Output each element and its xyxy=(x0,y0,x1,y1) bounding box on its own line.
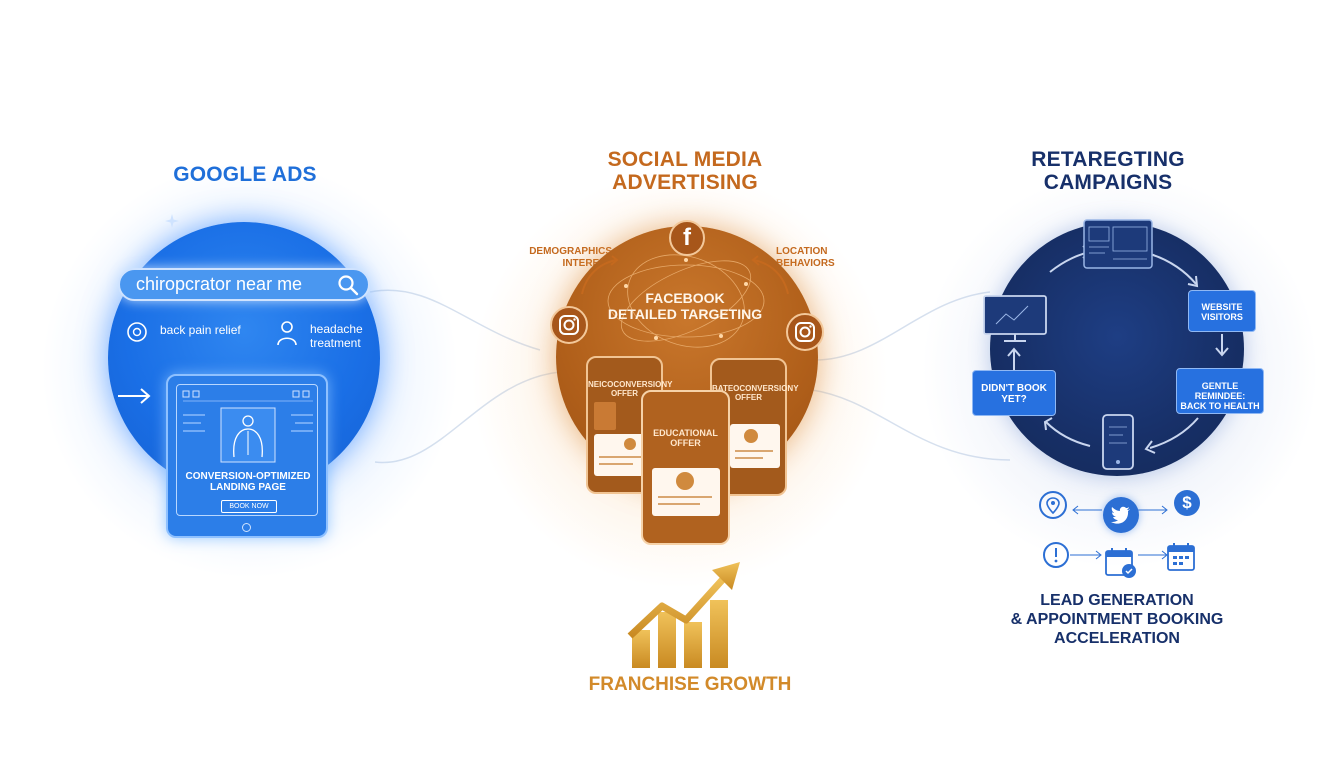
google-ads-title-text: GOOGLE ADS xyxy=(173,163,317,186)
landing-page-tablet: CONVERSION-OPTIMIZED LANDING PAGE BOOK N… xyxy=(166,374,328,538)
landing-line1: CONVERSION-OPTIMIZED xyxy=(185,471,311,482)
google-ads-title: GOOGLE ADS xyxy=(140,163,350,186)
retargeting-title-line1: RETAREGTING xyxy=(1031,148,1185,171)
location-pin-icon xyxy=(1039,491,1067,519)
targeting-network xyxy=(607,254,765,348)
browser-toolbar-icons xyxy=(182,390,313,402)
retargeting-title-line2: CAMPAIGNS xyxy=(1043,171,1173,194)
demographics-line1: DEMOGRAPHICS xyxy=(529,246,612,257)
location-label: LOCATION BEHAVIORS xyxy=(776,246,840,270)
visitors-line1: WEBSITE xyxy=(1201,302,1243,312)
arrow-right-icon xyxy=(118,388,151,404)
instagram-icon-right[interactable] xyxy=(786,313,824,351)
sparkle-icon xyxy=(165,214,179,228)
landing-line2: LANDING PAGE xyxy=(210,482,286,493)
ad-card-right-line2 xyxy=(735,457,763,459)
calendar-booking-icon xyxy=(1105,548,1136,578)
gentle-reminder-box[interactable]: GENTLE REMINDEE: BACK TO HEALTH xyxy=(1176,368,1264,414)
lead-line2: & APPOINTMENT BOOKING xyxy=(1010,611,1224,628)
location-line2: BEHAVIORS xyxy=(776,258,835,269)
keyword-headache: headache treatment xyxy=(310,322,363,350)
social-title-line1: SOCIAL MEDIA xyxy=(607,148,763,171)
social-title: SOCIAL MEDIA ADVERTISING xyxy=(570,148,800,194)
ad-card-center-avatar xyxy=(676,472,694,490)
person-icon xyxy=(277,321,297,346)
ad-card-center-line xyxy=(658,496,712,498)
ad-phone-left-title: NEICOCONVERSIONY OFFER xyxy=(588,380,673,398)
desktop-monitor-icon xyxy=(983,295,1047,342)
keyword-back-pain: back pain relief xyxy=(160,323,241,337)
search-input[interactable]: chiropcrator near me xyxy=(118,268,370,301)
ad-card-left-avatar xyxy=(624,438,636,450)
website-visitors-box[interactable]: WEBSITE VISITORS xyxy=(1188,290,1256,332)
phone-left-line1: NEICOCONVERSIONY xyxy=(588,380,673,389)
landing-page-label: CONVERSION-OPTIMIZED LANDING PAGE xyxy=(177,471,319,493)
ad-card-left-line xyxy=(599,456,643,458)
alert-clock-icon xyxy=(1043,542,1069,568)
phone-left-line2: OFFER xyxy=(610,389,639,398)
ad-card-right-avatar xyxy=(744,429,758,443)
keyword-headache-line1: headache xyxy=(310,322,363,336)
ad-phone-right-title: BATEOCONVERSIONY OFFER xyxy=(712,384,799,402)
franchise-growth-label: FRANCHISE GROWTH xyxy=(588,674,792,695)
spine-icon xyxy=(127,322,147,342)
body-anatomy-icon xyxy=(220,407,276,463)
location-line1: LOCATION xyxy=(776,246,828,257)
ad-phone-center: EDUCATIONAL OFFER xyxy=(641,390,730,545)
instagram-icon[interactable] xyxy=(550,306,588,344)
phone-center-line1: EDUCATIONAL xyxy=(653,428,718,438)
dollar-icon: $ xyxy=(1174,490,1200,516)
fb-target-line1: FACEBOOK xyxy=(645,290,725,306)
tablet-home-button xyxy=(242,523,251,532)
ad-card-right xyxy=(730,424,780,468)
phone-right-line2: OFFER xyxy=(734,393,763,402)
side-menu-lines xyxy=(183,414,313,432)
book-now-button[interactable]: BOOK NOW xyxy=(221,500,277,513)
demographics-label: DEMOGRAPHICS INTEREST xyxy=(520,246,612,270)
fb-target-line2: DETAILED TARGETING xyxy=(607,306,763,322)
lead-generation-label: LEAD GENERATION & APPOINTMENT BOOKING AC… xyxy=(980,591,1254,648)
ad-card-right-line xyxy=(735,450,773,452)
arrow-right-curve-icon xyxy=(751,255,789,295)
ad-card-center xyxy=(652,468,720,516)
lead-line3: ACCELERATION xyxy=(1054,630,1180,647)
growth-chart-icon xyxy=(627,562,740,668)
visitors-line2: VISITORS xyxy=(1201,312,1243,322)
facebook-targeting-label: FACEBOOK DETAILED TARGETING xyxy=(595,290,775,322)
phone-right-line1: BATEOCONVERSIONY xyxy=(712,384,799,393)
lead-flow-connectors xyxy=(1070,505,1168,560)
reminder-line1: GENTLE REMINDEE: xyxy=(1194,381,1246,401)
ad-phone-left: NEICOCONVERSIONY OFFER xyxy=(586,356,673,494)
reminder-line2: BACK TO HEALTH xyxy=(1180,401,1260,411)
twitter-bird-glyph xyxy=(1111,506,1130,524)
ad-card-left-line2 xyxy=(599,463,633,465)
calendar-icon xyxy=(1167,543,1195,571)
dashboard-icon xyxy=(1083,219,1153,269)
book-line2: YET? xyxy=(1001,394,1027,405)
lead-line1: LEAD GENERATION xyxy=(1040,592,1194,609)
tablet-screen: CONVERSION-OPTIMIZED LANDING PAGE BOOK N… xyxy=(176,384,318,516)
demographics-line2: INTEREST xyxy=(562,258,612,269)
arrow-left-curve-icon xyxy=(581,255,619,295)
facebook-icon[interactable]: f xyxy=(669,220,705,256)
phone-center-line2: OFFER xyxy=(670,438,701,448)
keyword-headache-line2: treatment xyxy=(310,336,361,350)
mobile-phone-icon xyxy=(1102,414,1134,470)
social-title-line2: ADVERTISING xyxy=(612,171,758,194)
book-line1: DIDN'T BOOK xyxy=(981,383,1047,394)
twitter-icon[interactable] xyxy=(1103,497,1139,533)
didnt-book-box[interactable]: DIDN'T BOOK YET? xyxy=(972,370,1056,416)
ad-card-center-line2 xyxy=(658,503,700,505)
ad-phone-left-image xyxy=(594,402,616,430)
retargeting-title: RETAREGTING CAMPAIGNS xyxy=(1000,148,1216,194)
ad-phone-center-title: EDUCATIONAL OFFER xyxy=(643,428,728,448)
search-icon[interactable] xyxy=(336,273,360,297)
